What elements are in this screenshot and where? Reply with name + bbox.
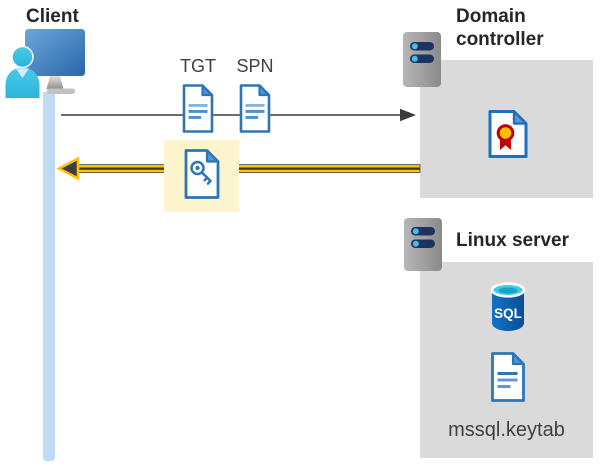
user-at-monitor-icon (5, 29, 85, 98)
sql-database-icon: SQL (490, 282, 526, 331)
certificate-icon (488, 110, 528, 158)
keytab-filename-label: mssql.keytab (448, 419, 565, 441)
linux-server-label: Linux server (456, 230, 569, 251)
domain-controller-label: Domain controller (456, 6, 544, 50)
keytab-document-icon (491, 352, 525, 402)
request-arrow (61, 108, 416, 122)
spn-document-icon (239, 84, 271, 133)
ticket-response-arrow (56, 156, 421, 181)
tgt-document-icon (182, 84, 214, 133)
linux-server-icon (404, 218, 442, 271)
monitor-icon (25, 29, 85, 94)
sql-icon-text: SQL (494, 306, 522, 321)
person-icon (5, 45, 40, 98)
domain-controller-server-icon (403, 32, 441, 87)
tgt-label: TGT (180, 56, 216, 76)
client-lifeline-bar (43, 92, 55, 461)
key-glyph (190, 160, 212, 185)
session-key-document-icon (184, 149, 220, 199)
spn-label: SPN (236, 56, 274, 76)
client-label: Client (26, 6, 79, 27)
